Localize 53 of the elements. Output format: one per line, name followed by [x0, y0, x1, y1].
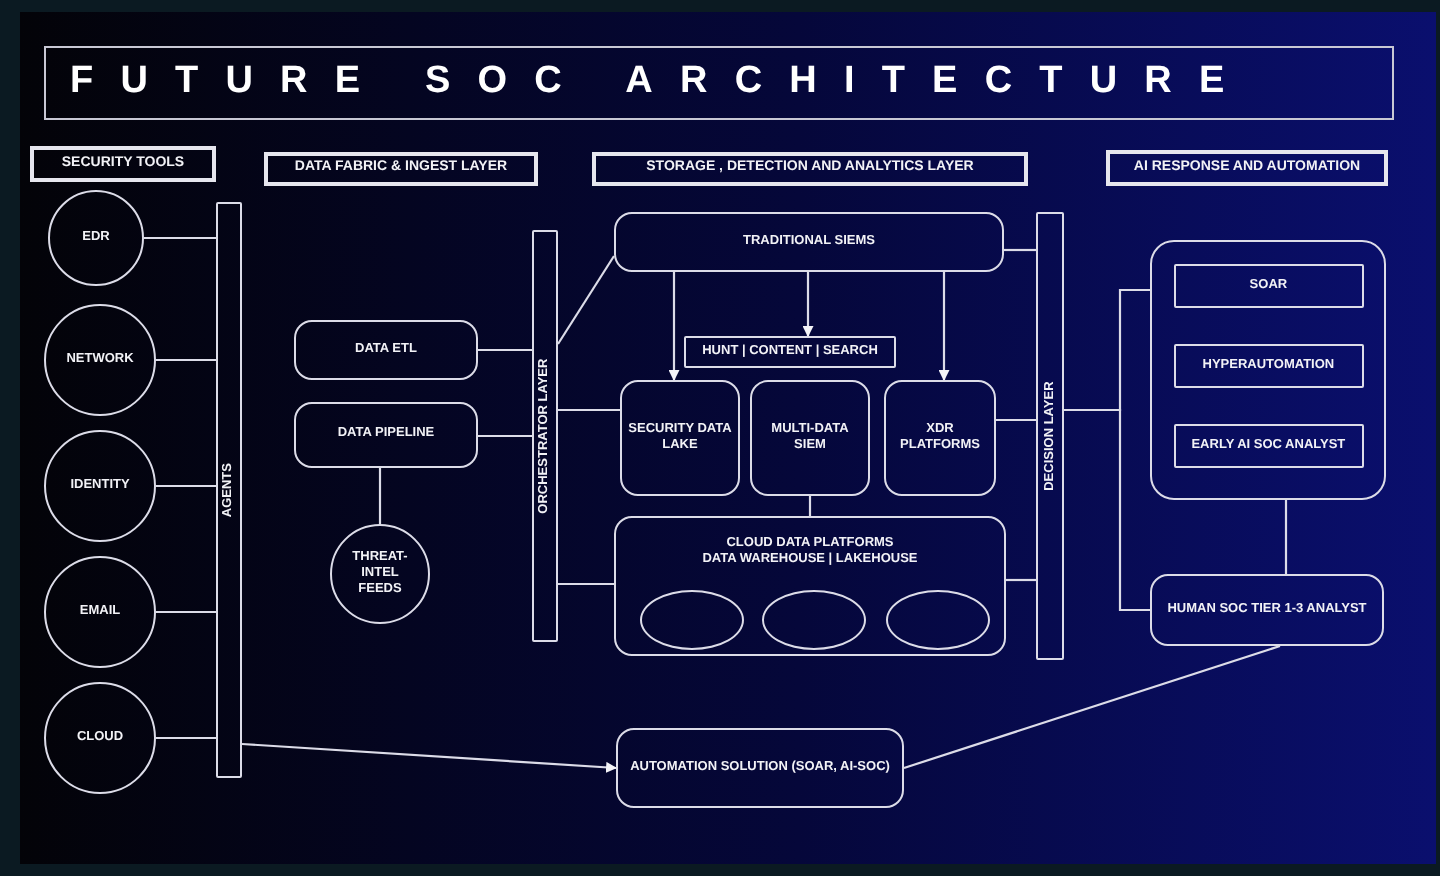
- process-box: [684, 336, 896, 368]
- connector-line: [156, 736, 216, 740]
- process-box: [1173, 423, 1364, 468]
- connector-line: [478, 434, 532, 438]
- connector-line: [156, 610, 216, 614]
- process-box: [1173, 343, 1364, 388]
- rounded-box: [620, 380, 740, 496]
- connector-line: [1004, 248, 1036, 252]
- title-banner: FUTURE SOC ARCHITECTURE: [44, 46, 1394, 120]
- layer-bar: [216, 202, 242, 778]
- storage-ellipse: [761, 589, 866, 650]
- connector-line: [558, 582, 614, 586]
- arrow: [241, 742, 618, 773]
- source-circle: [44, 430, 156, 542]
- rounded-box: [884, 380, 996, 496]
- layer-bar: [532, 230, 558, 642]
- rounded-box: [614, 212, 1004, 272]
- layer-bar: [1036, 212, 1064, 660]
- source-circle: [330, 524, 430, 624]
- connector-line: [378, 468, 382, 524]
- connector-line: [1006, 578, 1036, 582]
- storage-ellipse: [885, 589, 990, 650]
- arrow: [938, 272, 950, 382]
- connector-line: [557, 255, 615, 345]
- source-circle: [44, 556, 156, 668]
- arrow: [802, 272, 814, 338]
- process-box: [1173, 263, 1364, 308]
- connector-line: [808, 496, 812, 516]
- connector-line: [558, 408, 620, 412]
- rounded-box: [616, 728, 904, 808]
- connector-line: [996, 418, 1036, 422]
- source-circle: [44, 304, 156, 416]
- rounded-box: [294, 320, 478, 380]
- connector-line: [478, 348, 532, 352]
- layer-heading-box: [30, 146, 216, 182]
- rounded-box: [294, 402, 478, 468]
- rounded-box: [750, 380, 870, 496]
- rounded-box: [1150, 574, 1384, 646]
- group-box: [1150, 240, 1386, 500]
- connector-line: [156, 358, 216, 362]
- source-circle: [48, 190, 144, 286]
- source-circle: [44, 682, 156, 794]
- layer-heading-box: [1106, 150, 1388, 186]
- connector-line: [156, 484, 216, 488]
- rounded-box: [614, 516, 1006, 656]
- connector-line: [144, 236, 216, 240]
- arrow: [668, 272, 680, 382]
- layer-heading-box: [264, 152, 538, 186]
- storage-ellipse: [639, 589, 744, 650]
- layer-heading-box: [592, 152, 1028, 186]
- connector-line: [1284, 500, 1288, 574]
- connector-line: [1064, 408, 1150, 612]
- connector-line: [903, 644, 1281, 770]
